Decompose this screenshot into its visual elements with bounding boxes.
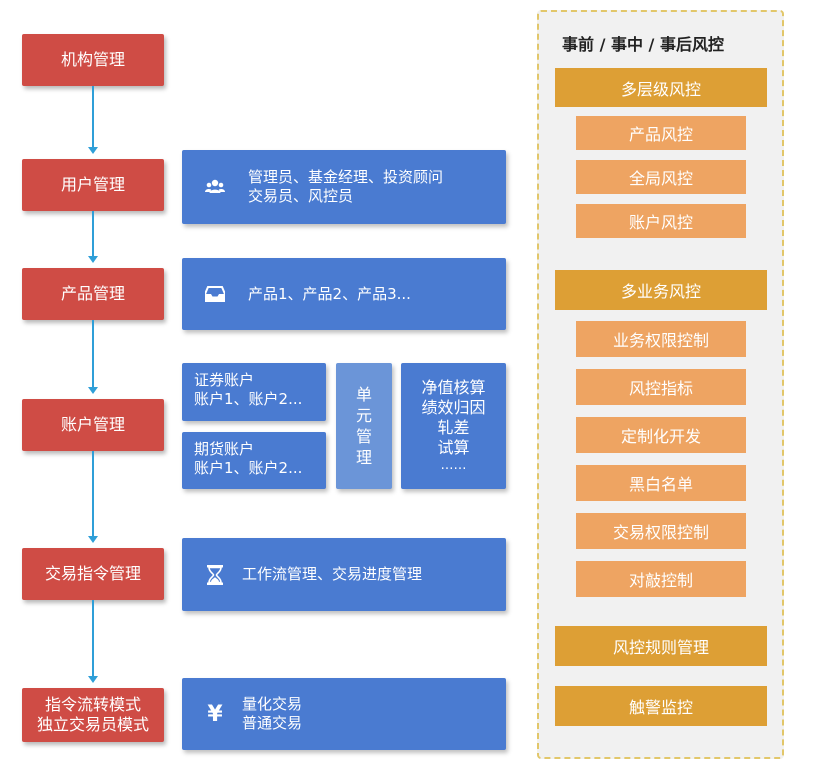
risk-item-wash-trade-control[interactable]: 对敲控制 [576,561,746,597]
flow-arrow [88,211,98,263]
user-roles-line1: 管理员、基金经理、投资顾问 [248,168,444,186]
risk-item-product[interactable]: 产品风控 [576,116,746,150]
unit-management-char: 单 [355,385,372,404]
step-account-management[interactable]: 账户管理 [22,399,164,451]
nav-line: 净值核算 [421,378,486,397]
step-user-management[interactable]: 用户管理 [22,159,164,211]
trading-box: ¥ 量化交易 普通交易 [182,678,506,750]
flow-arrow [88,600,98,683]
trading-line2: 普通交易 [242,714,303,732]
user-roles-line2: 交易员、风控员 [248,187,354,205]
alert-monitoring[interactable]: 触警监控 [555,686,767,726]
flow-arrow [88,451,98,543]
unit-management-box: 单 元 管 理 [336,363,392,489]
nav-line: 绩效归因 [421,398,486,417]
step-product-management[interactable]: 产品管理 [22,268,164,320]
risk-panel-title: 事前 / 事中 / 事后风控 [562,35,724,54]
products-box: 产品1、产品2、产品3... [182,258,506,330]
nav-line: …… [440,458,467,473]
futures-account-list: 账户1、账户2... [194,459,303,477]
nav-accounting-box: 净值核算 绩效归因 轧差 试算 …… [401,363,506,489]
flow-arrow [88,86,98,154]
products-text: 产品1、产品2、产品3... [248,284,411,303]
risk-item-black-white-list[interactable]: 黑白名单 [576,465,746,501]
risk-item-account[interactable]: 账户风控 [576,204,746,238]
step-institution-management[interactable]: 机构管理 [22,34,164,86]
inbox-icon [204,283,226,305]
futures-account-box: 期货账户 账户1、账户2... [182,432,326,489]
unit-management-char: 管 [355,427,372,446]
workflow-text: 工作流管理、交易进度管理 [242,565,423,583]
nav-line: 试算 [437,438,470,457]
workflow-box: 工作流管理、交易进度管理 [182,538,506,611]
flow-arrow [88,320,98,394]
multi-level-risk-header[interactable]: 多层级风控 [555,68,767,107]
securities-account-box: 证券账户 账户1、账户2... [182,363,326,421]
hourglass-icon [204,564,226,586]
risk-item-global[interactable]: 全局风控 [576,160,746,194]
user-roles-box: 管理员、基金经理、投资顾问 交易员、风控员 [182,150,506,224]
nav-line: 轧差 [437,418,470,437]
step-trade-instruction-management[interactable]: 交易指令管理 [22,548,164,600]
users-icon [204,176,226,198]
unit-management-char: 理 [355,448,372,467]
step-trading-mode[interactable]: 指令流转模式 独立交易员模式 [22,688,164,742]
step-trading-mode-line2: 独立交易员模式 [36,715,149,734]
trading-text: 量化交易 普通交易 [242,695,302,733]
risk-item-indicators[interactable]: 风控指标 [576,369,746,405]
unit-management-char: 元 [355,406,372,425]
futures-account-title: 期货账户 [194,440,255,458]
step-trading-mode-line1: 指令流转模式 [44,695,141,714]
risk-rule-management[interactable]: 风控规则管理 [555,626,767,666]
trading-line1: 量化交易 [242,695,303,713]
securities-account-list: 账户1、账户2... [194,390,303,408]
multi-business-risk-header[interactable]: 多业务风控 [555,270,767,310]
risk-item-business-permission[interactable]: 业务权限控制 [576,321,746,357]
risk-item-custom-development[interactable]: 定制化开发 [576,417,746,453]
risk-item-trading-permission[interactable]: 交易权限控制 [576,513,746,549]
securities-account-title: 证券账户 [194,371,255,389]
user-roles-text: 管理员、基金经理、投资顾问 交易员、风控员 [248,168,443,206]
yen-icon: ¥ [207,701,223,727]
